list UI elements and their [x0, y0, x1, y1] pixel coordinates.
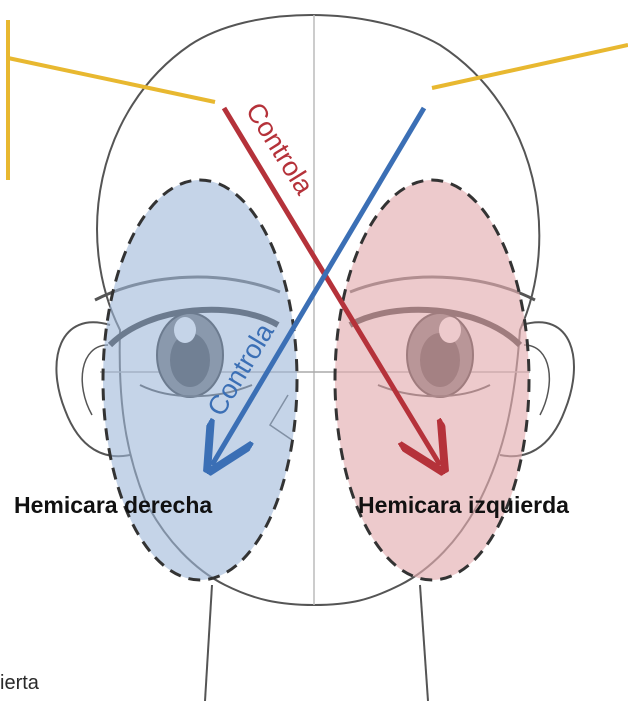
- right-region-label: Hemicara izquierda: [358, 492, 569, 518]
- right-hemisphere-line: [432, 45, 628, 88]
- left-hemiface-region: [103, 180, 297, 580]
- right-hemiface-region: [335, 180, 529, 580]
- red-arrow-label: Controla: [240, 97, 320, 200]
- neck-left: [205, 585, 212, 701]
- left-hemisphere-line: [8, 58, 215, 102]
- caption-fragment: ierta: [0, 672, 40, 694]
- hemisphere-lines: [8, 20, 628, 180]
- left-region-label: Hemicara derecha: [14, 492, 212, 518]
- neck-right: [420, 585, 428, 701]
